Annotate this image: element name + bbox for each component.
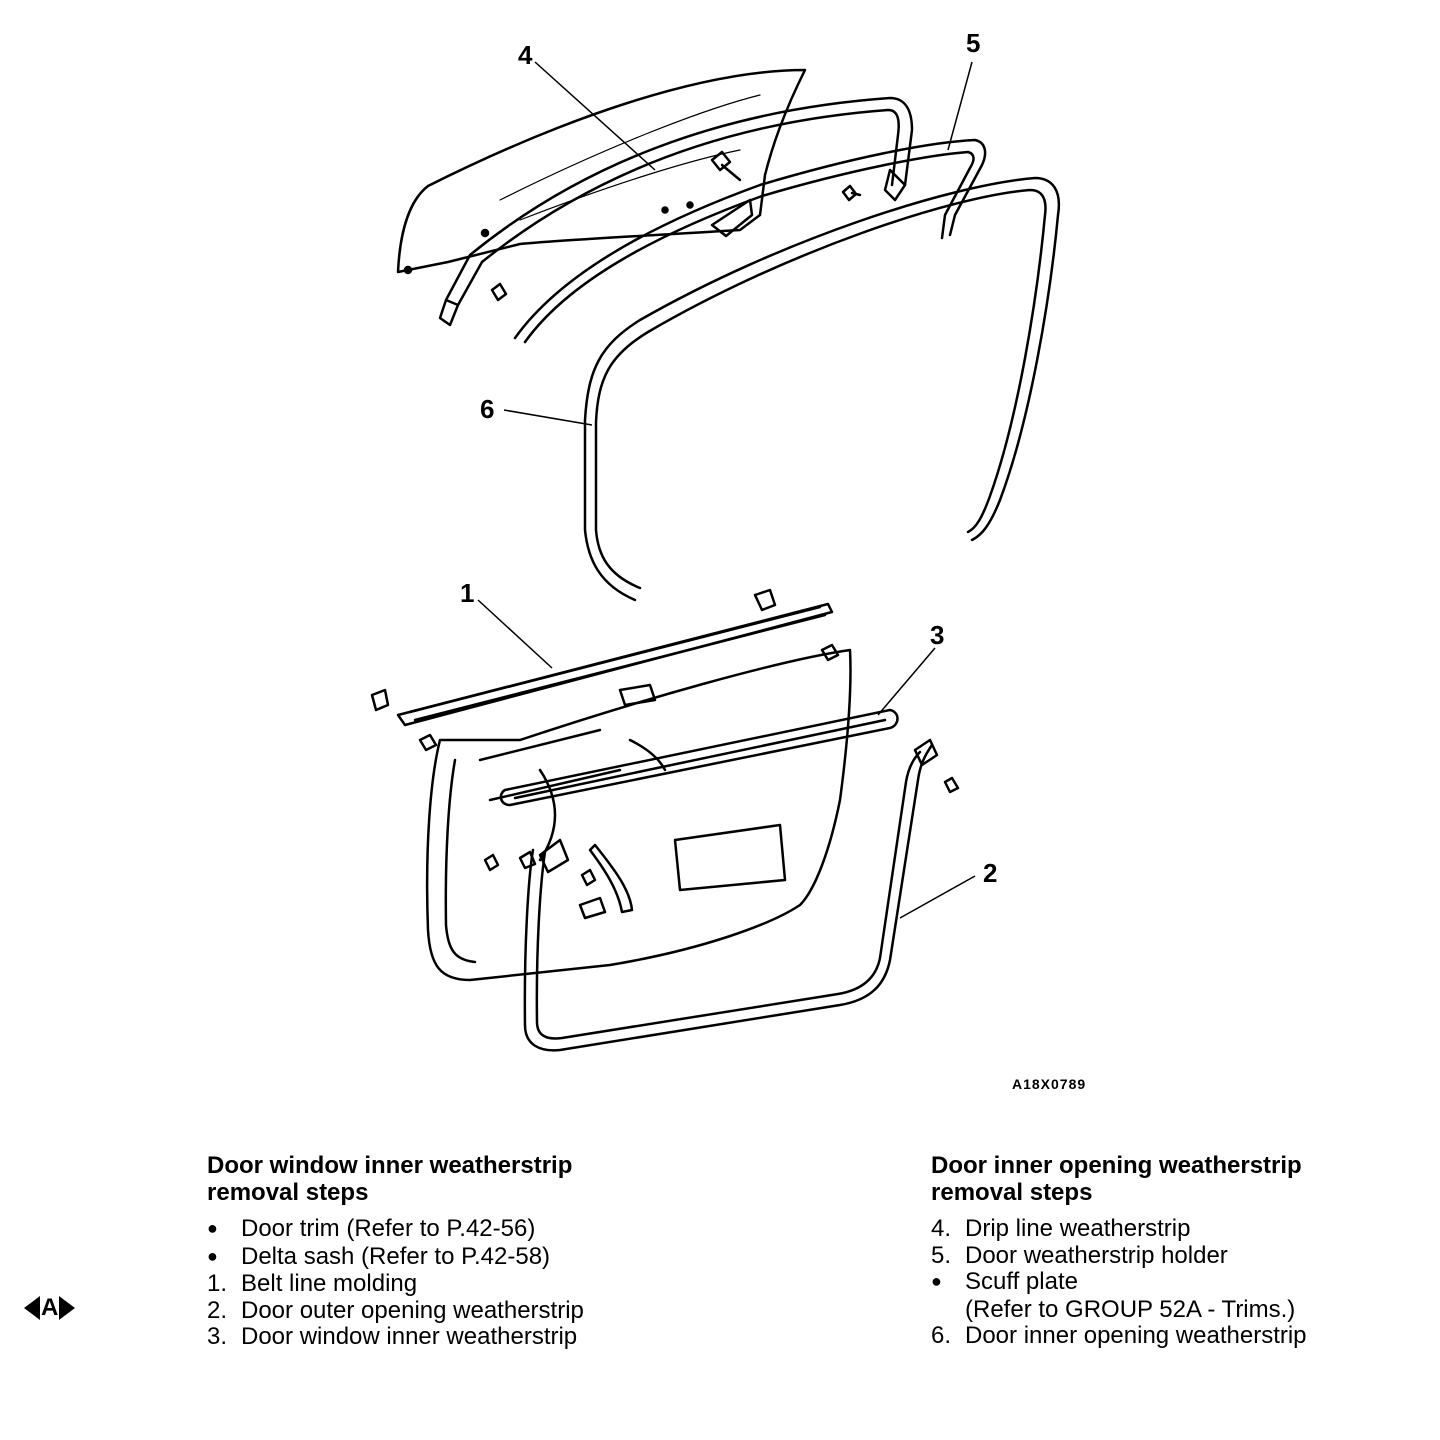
step-marker (207, 1216, 241, 1244)
step-text: Drip line weatherstrip (965, 1215, 1191, 1242)
callout-2: 2 (983, 858, 998, 888)
step-row: 1. Belt line molding (207, 1270, 584, 1298)
step-text: Door weatherstrip holder (965, 1241, 1228, 1269)
callout-3: 3 (930, 620, 945, 650)
step-text: Door outer opening weatherstrip (241, 1296, 584, 1324)
step-marker (931, 1269, 965, 1297)
callout-1: 1 (460, 578, 475, 608)
step-marker: 1. (207, 1270, 228, 1297)
step-row: 5. Door weatherstrip holder (931, 1241, 1307, 1270)
callout-5: 5 (966, 28, 981, 58)
leader-1 (477, 599, 553, 669)
step-marker (207, 1244, 241, 1272)
figure-code: A18X0789 (1012, 1076, 1087, 1092)
step-text: Delta sash (Refer to P.42-58) (241, 1242, 551, 1270)
right-steps-heading: Door inner opening weatherstrip removal … (931, 1152, 1302, 1206)
step-text: Door inner opening weatherstrip (965, 1322, 1307, 1349)
drip-line-weatherstrip (444, 96, 914, 302)
step-row: Delta sash (Refer to P.42-58) (207, 1242, 584, 1272)
step-text: Door trim (Refer to P.42-56) (241, 1215, 536, 1242)
step-marker (931, 1297, 965, 1324)
door-inner-panel (425, 648, 852, 982)
leader-3 (877, 647, 936, 716)
left-triangle-icon (24, 1296, 40, 1320)
window-glass (396, 68, 807, 274)
leader-6 (503, 409, 593, 426)
step-row: Door trim (Refer to P.42-56) (207, 1215, 584, 1244)
step-row: (Refer to GROUP 52A - Trims.) (931, 1295, 1307, 1324)
step-text: Door window inner weatherstrip (241, 1323, 578, 1350)
door-weatherstrip-holder (513, 138, 987, 340)
step-marker: 3. (207, 1323, 228, 1350)
step-marker: 6. (931, 1322, 952, 1349)
step-marker: 4. (931, 1215, 952, 1242)
marker-letter: A (41, 1294, 59, 1321)
right-triangle-icon (59, 1296, 76, 1320)
door-outer-opening-weatherstrip (523, 743, 934, 1052)
left-steps-heading: Door window inner weatherstrip removal s… (207, 1152, 573, 1206)
step-text: Scuff plate (965, 1268, 1078, 1295)
right-removal-steps: Door inner opening weatherstrip removal … (931, 1152, 1307, 1350)
step-marker: 2. (207, 1296, 228, 1324)
step-row: Scuff plate (931, 1268, 1307, 1297)
door-inner-opening-weatherstrip (583, 176, 1061, 602)
step-row: 4. Drip line weatherstrip (931, 1215, 1307, 1243)
step-row: 6. Door inner opening weatherstrip (931, 1322, 1307, 1350)
door-window-inner-weatherstrip (499, 708, 899, 807)
step-row: 3. Door window inner weatherstrip (207, 1323, 584, 1351)
step-row: 2. Door outer opening weatherstrip (207, 1296, 584, 1325)
step-text: Belt line molding (241, 1270, 418, 1297)
callout-4: 4 (518, 40, 533, 70)
leader-4 (534, 61, 656, 171)
leader-2 (899, 875, 976, 919)
leader-5 (947, 61, 973, 151)
double-arrow-marker-icon: A (24, 1294, 76, 1321)
callout-6: 6 (480, 394, 495, 424)
step-text: (Refer to GROUP 52A - Trims.) (965, 1295, 1296, 1323)
step-marker: 5. (931, 1241, 952, 1269)
left-removal-steps: Door window inner weatherstrip removal s… (207, 1152, 584, 1351)
